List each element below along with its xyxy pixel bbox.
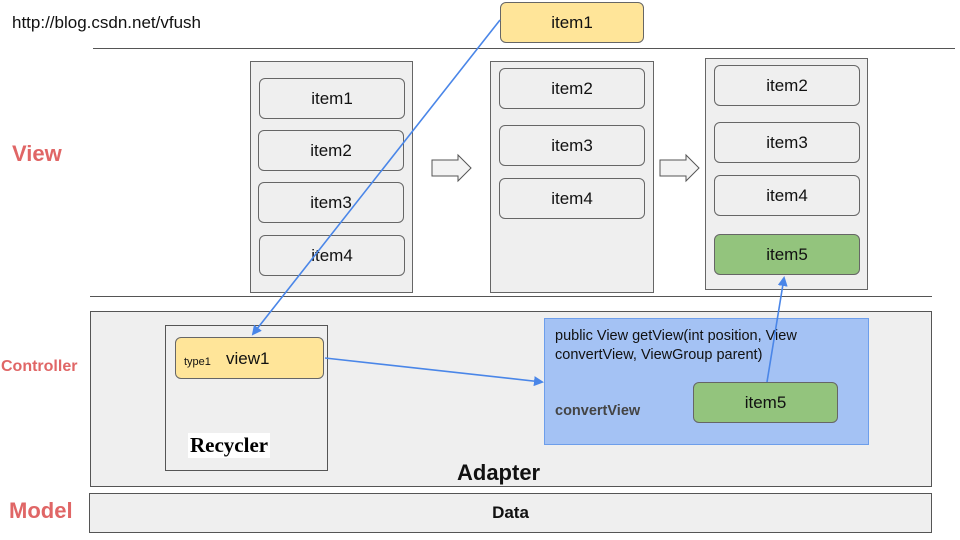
recycler-title: Recycler <box>188 433 271 458</box>
transition-arrow-icon <box>659 153 700 183</box>
list-item: item2 <box>499 68 645 109</box>
list-item: item1 <box>259 78 405 119</box>
new-list-item: item5 <box>714 234 860 275</box>
list-item: item4 <box>259 235 405 276</box>
list-item: item2 <box>258 130 404 171</box>
bind-arrow <box>766 276 788 383</box>
reuse-arrow <box>324 357 544 387</box>
controller-layer-label: Controller <box>1 358 78 375</box>
floating-item: item1 <box>500 2 644 43</box>
convert-view-label: convertView <box>555 403 641 419</box>
view-type-label: type1 <box>184 356 211 368</box>
list-item: item3 <box>714 122 860 163</box>
get-view-signature: public View getView(int position, View c… <box>555 328 797 363</box>
recycled-view: type1 view1 <box>175 337 324 379</box>
source-url: http://blog.csdn.net/vfush <box>12 13 202 32</box>
list-item: item3 <box>499 125 645 166</box>
list-item: item4 <box>499 178 645 219</box>
get-view-box: public View getView(int position, View c… <box>544 318 869 445</box>
list-item: item4 <box>714 175 860 216</box>
view-controller-separator <box>90 296 932 297</box>
adapter-title: Adapter <box>457 460 541 485</box>
model-layer-label: Model <box>9 498 73 523</box>
get-view-item: item5 <box>693 382 838 423</box>
data-box: Data <box>89 493 932 533</box>
top-separator <box>93 48 955 49</box>
transition-arrow-icon <box>431 153 472 183</box>
view-label: view1 <box>226 349 270 368</box>
list-item: item3 <box>258 182 404 223</box>
list-item: item2 <box>714 65 860 106</box>
recycle-arrow <box>251 19 501 336</box>
view-layer-label: View <box>12 141 62 166</box>
